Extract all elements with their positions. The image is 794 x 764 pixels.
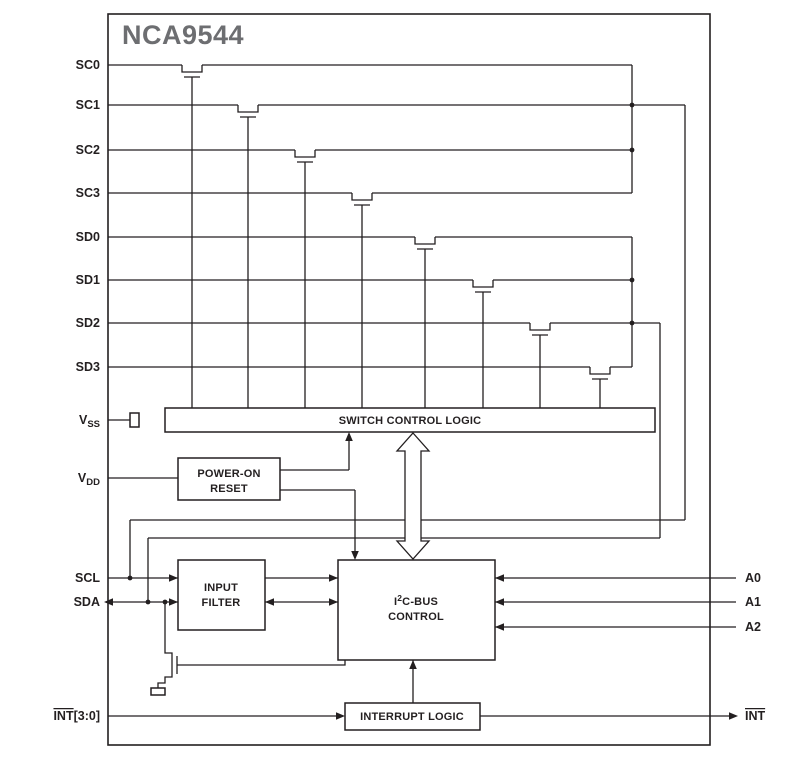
arrow-scl-into-filter — [169, 574, 178, 582]
pin-label-sc2: SC2 — [76, 143, 100, 157]
pin-label-sd3: SD3 — [76, 360, 100, 374]
switch-control-logic-box — [164, 407, 656, 433]
input-filter-box — [177, 559, 266, 631]
gnd-pad — [150, 687, 166, 696]
junction-dots — [127, 102, 635, 605]
pin-label-sd1: SD1 — [76, 273, 100, 287]
transistor-sd3 — [589, 367, 611, 408]
power-on-reset-label-1: POWER-ON — [197, 468, 260, 480]
power-on-reset-box — [177, 457, 281, 501]
interrupt-logic-box — [344, 702, 481, 731]
pin-label-sda: SDA — [74, 595, 100, 609]
arrow-sda-out-pin — [104, 598, 113, 606]
i2c-bus-control-label-1: I2C-BUS — [394, 593, 438, 608]
pin-label-a0: A0 — [745, 571, 761, 585]
transistor-sc1 — [237, 105, 259, 408]
i2c-bus-control-box — [337, 559, 496, 661]
arrow-por-to-switch-logic — [345, 432, 353, 441]
chip-title: NCA9544 — [122, 20, 244, 50]
arrow-por-to-i2c — [351, 551, 359, 560]
arrow-a2-into-i2c — [495, 623, 504, 631]
chip-boundary — [107, 13, 711, 746]
pin-label-vss: VSS — [79, 413, 100, 430]
arrow-sda-into-filter — [169, 598, 178, 606]
arrow-i2c-to-filter-sda — [265, 598, 274, 606]
arrow-int-output — [729, 712, 738, 720]
control-bus-double-arrow — [395, 432, 431, 560]
pin-label-sd2: SD2 — [76, 316, 100, 330]
arrow-int-into-intlogic — [336, 712, 345, 720]
arrowheads — [104, 432, 738, 720]
switch-control-logic-label: SWITCH CONTROL LOGIC — [339, 415, 482, 427]
pass-transistors — [181, 65, 611, 408]
arrow-a1-into-i2c — [495, 598, 504, 606]
transistor-sc3 — [351, 193, 373, 408]
transistor-sd1 — [472, 280, 494, 408]
input-filter-label-2: FILTER — [202, 597, 241, 609]
arrow-filter-to-i2c-sda — [329, 598, 338, 606]
pin-label-scl: SCL — [75, 571, 100, 585]
pin-label-a2: A2 — [745, 620, 761, 634]
pin-label-a1: A1 — [745, 595, 761, 609]
arrow-intlogic-to-i2c — [409, 660, 417, 669]
interrupt-logic-label: INTERRUPT LOGIC — [360, 711, 464, 723]
i2c-bus-control-label-2: CONTROL — [388, 611, 444, 623]
pin-label-sc0: SC0 — [76, 58, 100, 72]
pin-label-sc3: SC3 — [76, 186, 100, 200]
transistor-sd2 — [529, 323, 551, 408]
arrow-filter-to-i2c-scl — [329, 574, 338, 582]
pin-label-vdd: VDD — [78, 471, 100, 488]
arrow-a0-into-i2c — [495, 574, 504, 582]
power-on-reset-label-2: RESET — [210, 483, 248, 495]
sda-pulldown-fet — [157, 602, 346, 688]
channel-lines — [108, 64, 685, 368]
pin-label-int-out: INT — [745, 709, 766, 723]
vss-pad — [129, 412, 140, 428]
signal-lines — [106, 419, 736, 717]
transistor-sc0 — [181, 65, 203, 408]
pin-label-sd0: SD0 — [76, 230, 100, 244]
transistor-sd0 — [414, 237, 436, 408]
pin-label-sc1: SC1 — [76, 98, 100, 112]
input-filter-label-1: INPUT — [204, 582, 238, 594]
pin-label-int30: INT[3:0] — [53, 709, 100, 723]
transistor-sc2 — [294, 150, 316, 408]
